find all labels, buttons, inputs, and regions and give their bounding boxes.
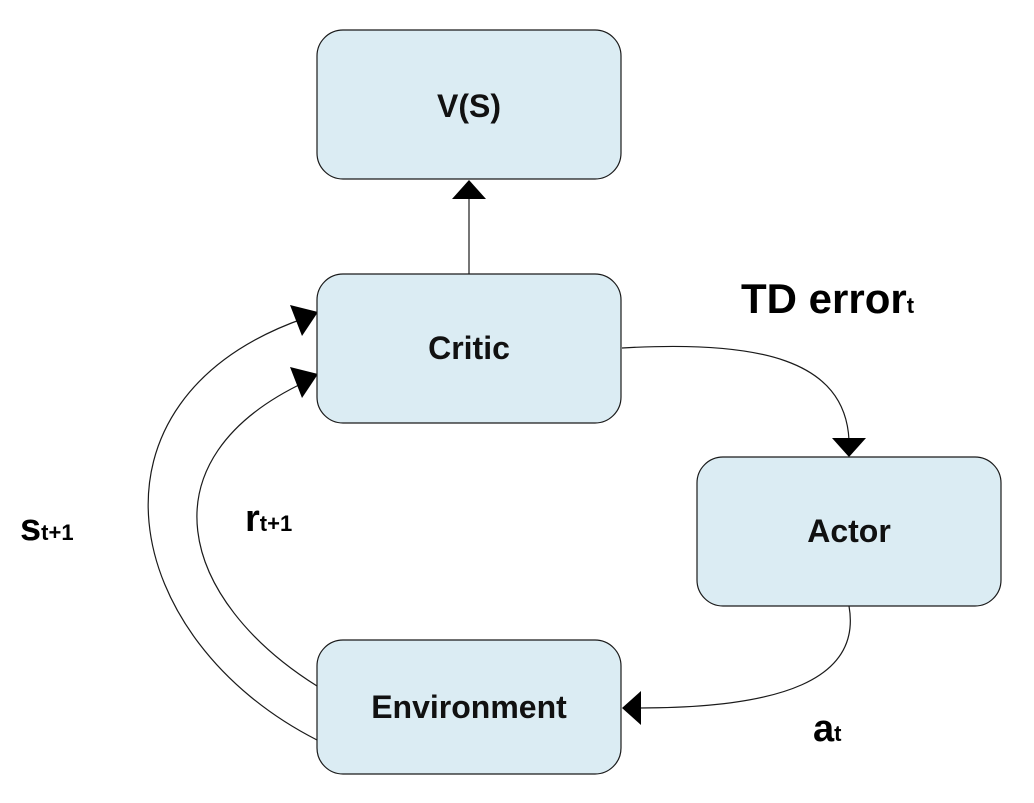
reward-label: rt+1 <box>245 498 292 540</box>
action-label: at <box>813 708 842 750</box>
action-sub: t <box>834 721 842 746</box>
arrowhead-reward-to-critic <box>290 367 318 398</box>
critic-box <box>316 273 622 424</box>
node-actor: Actor <box>696 456 1002 607</box>
edge-environment-to-critic-reward <box>196 381 318 687</box>
actor-box <box>696 456 1002 607</box>
td-error-label: TD errort <box>741 275 915 322</box>
arrowhead-to-actor <box>832 438 866 457</box>
edge-environment-to-critic-state <box>147 317 318 741</box>
state-main: s <box>20 507 41 549</box>
node-value: V(S) <box>316 29 622 180</box>
critic-label: Critic <box>428 330 510 366</box>
value-box <box>316 29 622 180</box>
environment-label: Environment <box>371 689 567 725</box>
reward-sub: t+1 <box>260 511 292 536</box>
arrowhead-to-value <box>452 180 486 199</box>
reward-main: r <box>245 498 260 540</box>
node-critic: Critic <box>316 273 622 424</box>
td-error-sub: t <box>907 293 915 318</box>
environment-box <box>316 639 622 775</box>
arrowhead-to-environment <box>622 691 641 725</box>
node-environment: Environment <box>316 639 622 775</box>
state-sub: t+1 <box>41 520 73 545</box>
arrowhead-state-to-critic <box>290 305 318 336</box>
edge-critic-to-actor <box>621 345 850 441</box>
action-main: a <box>813 708 835 750</box>
value-label: V(S) <box>437 88 501 124</box>
edge-actor-to-environment <box>639 605 851 709</box>
td-error-main: TD error <box>741 275 907 322</box>
state-label: st+1 <box>20 507 74 549</box>
actor-label: Actor <box>807 513 891 549</box>
